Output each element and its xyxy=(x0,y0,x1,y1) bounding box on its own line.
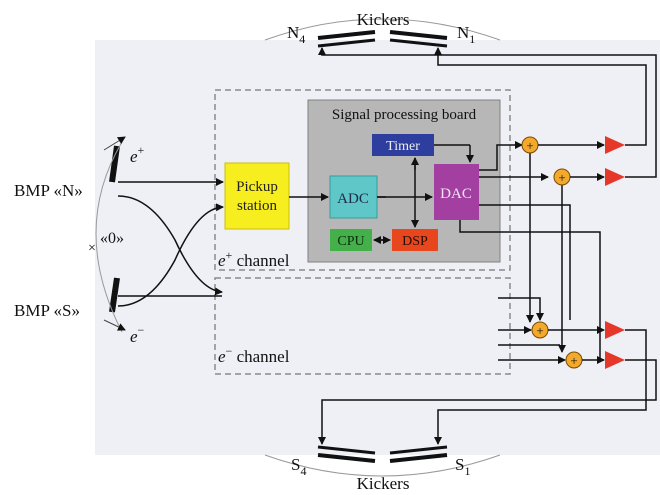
amplifier-4 xyxy=(605,351,625,369)
e-plus-channel-box xyxy=(214,89,511,271)
kicker-s1-plate-upper xyxy=(389,445,448,455)
svg-text:+: + xyxy=(570,353,577,368)
pickup-station-label-2: station xyxy=(237,198,277,214)
amp-2-to-kicker-n4 xyxy=(318,47,657,178)
svg-text:+: + xyxy=(536,323,543,338)
e-plus-direction xyxy=(103,136,126,151)
top-kicker-arc xyxy=(264,18,501,41)
dsp-block xyxy=(392,229,438,251)
kicker-n4-label: N4 xyxy=(287,23,305,46)
kicker-s4-label: S4 xyxy=(291,455,306,478)
bottom-kicker-arc xyxy=(264,454,501,477)
kickers-bottom-label: Kickers xyxy=(357,474,410,493)
board-title: Signal processing board xyxy=(332,107,477,123)
timer-label: Timer xyxy=(386,139,420,154)
e-minus-direction xyxy=(103,319,126,331)
svg-text:+: + xyxy=(526,138,533,153)
dac-block xyxy=(434,164,479,220)
summer-2: + xyxy=(553,168,571,186)
pickup-station-block xyxy=(224,162,290,230)
bpm-n-label: BMP «N» xyxy=(14,181,83,200)
cpu-block xyxy=(330,229,372,251)
e-minus-channel-label: e− channel xyxy=(218,344,290,366)
dac-to-summer-3-line xyxy=(479,204,571,320)
pickup-station-label-1: Pickup xyxy=(236,179,278,195)
bpm-s-label: BMP «S» xyxy=(14,301,80,320)
kicker-n4-plate-lower xyxy=(317,38,376,48)
dac-to-summer-1 xyxy=(479,141,523,171)
amplifier-3 xyxy=(605,321,625,339)
kicker-s1-label: S1 xyxy=(455,455,470,478)
amplifier-1 xyxy=(605,136,625,154)
timer-block xyxy=(372,134,434,156)
zero-mark-label: «0» xyxy=(100,230,124,247)
e-plus-channel-label: e+ channel xyxy=(218,248,290,270)
summer-3: + xyxy=(531,321,549,339)
kicker-s4-plate xyxy=(317,453,376,463)
kicker-s1-plate xyxy=(389,453,448,463)
amp-4-to-kicker-s4 xyxy=(318,359,657,445)
cpu-label: CPU xyxy=(337,234,364,249)
amplifier-2 xyxy=(605,168,625,186)
kicker-n1-label: N1 xyxy=(457,23,475,46)
minus-channel-output-1 xyxy=(498,297,544,321)
dac-label: DAC xyxy=(440,186,472,202)
kicker-n1-plate xyxy=(389,30,448,40)
amp-3-to-kicker-s1 xyxy=(434,329,647,445)
summer-4: + xyxy=(565,351,583,369)
summer-1: + xyxy=(521,136,539,154)
e-minus-channel-box xyxy=(214,277,511,375)
bpm-n-to-minus-channel-cable xyxy=(117,195,223,296)
e-minus-label: e− xyxy=(130,323,145,346)
kicker-n1-plate-lower xyxy=(389,38,448,48)
kicker-n4-plate xyxy=(317,30,376,40)
kicker-s4-plate-upper xyxy=(317,445,376,455)
e-plus-label: e+ xyxy=(130,143,145,166)
amp-1-to-kicker-n1 xyxy=(434,47,647,146)
adc-label: ADC xyxy=(337,191,369,207)
kickers-top-label: Kickers xyxy=(357,10,410,29)
beam-pipe-arc xyxy=(95,141,123,333)
dsp-label: DSP xyxy=(402,234,428,249)
svg-text:+: + xyxy=(558,170,565,185)
zero-mark-cross: × xyxy=(88,241,96,256)
bpm-s-electrode xyxy=(109,277,120,313)
bpm-s-to-pickup-cable xyxy=(117,203,224,307)
